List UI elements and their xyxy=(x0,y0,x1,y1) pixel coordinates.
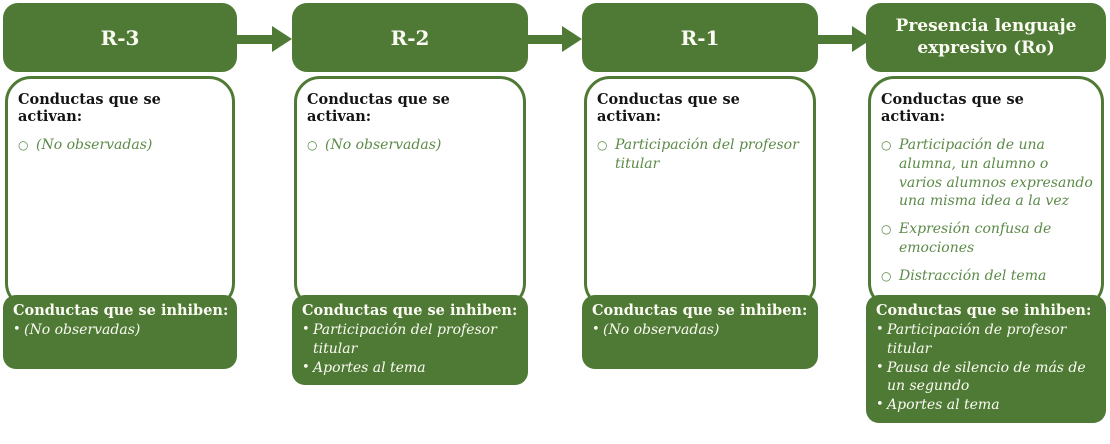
filled-bullet-icon: • xyxy=(876,359,884,375)
list-item: • Aportes al tema xyxy=(302,359,520,378)
column-r3: R-3 Conductas que se activan: ○ (No obse… xyxy=(3,3,237,369)
activan-title: Conductas que se activan: xyxy=(18,91,161,125)
list-item-text: Expresión confusa de emociones xyxy=(899,221,1052,256)
list-item: • Pausa de silencio de más de un segundo xyxy=(876,359,1098,397)
list-item-text: (No observadas) xyxy=(24,322,141,338)
filled-bullet-icon: • xyxy=(876,397,884,412)
column-header: Presencia lenguaje expresivo (Ro) xyxy=(866,3,1106,72)
filled-bullet-icon: • xyxy=(876,322,884,337)
open-circle-bullet-icon: ○ xyxy=(307,138,318,152)
arrow-tip xyxy=(272,26,292,52)
column-header-label: R-1 xyxy=(680,25,720,50)
column-header: R-3 xyxy=(3,3,237,72)
filled-bullet-icon: • xyxy=(592,322,600,337)
list-item-text: (No observadas) xyxy=(603,322,720,338)
arrow-shaft xyxy=(527,34,562,44)
inhiben-title: Conductas que se inhiben: xyxy=(13,302,229,319)
arrow-shaft xyxy=(817,34,852,44)
list-item: ○ Distracción del tema xyxy=(881,267,1093,286)
filled-bullet-icon: • xyxy=(302,359,310,375)
list-item: ○ (No observadas) xyxy=(307,136,515,155)
list-item: ○ (No observadas) xyxy=(18,136,224,155)
list-item-text: Aportes al tema xyxy=(887,397,1000,413)
right-arrow-icon xyxy=(817,25,872,53)
activan-title: Conductas que se activan: xyxy=(307,91,450,125)
right-arrow-icon xyxy=(527,25,582,53)
column-header: R-1 xyxy=(582,3,818,72)
column-header-label: R-3 xyxy=(100,25,140,50)
inhiben-box: Conductas que se inhiben: • (No observad… xyxy=(582,295,818,369)
list-item-text: Aportes al tema xyxy=(313,359,426,376)
inhiben-title: Conductas que se inhiben: xyxy=(302,302,518,319)
list-item-text: Participación del profesor titular xyxy=(615,137,799,172)
inhiben-title: Conductas que se inhiben: xyxy=(876,302,1092,319)
column-header: R-2 xyxy=(292,3,528,72)
list-item: • (No observadas) xyxy=(13,321,229,340)
open-circle-bullet-icon: ○ xyxy=(18,138,29,152)
activan-box: Conductas que se activan: ○ Participació… xyxy=(584,76,816,309)
column-r0: Presencia lenguaje expresivo (Ro) Conduc… xyxy=(866,3,1106,423)
list-item: ○ Expresión confusa de emociones xyxy=(881,220,1093,258)
list-item: ○ Participación de una alumna, un alumno… xyxy=(881,136,1093,211)
activan-title: Conductas que se activan: xyxy=(597,91,740,125)
inhiben-box: Conductas que se inhiben: • (No observad… xyxy=(3,295,237,369)
open-circle-bullet-icon: ○ xyxy=(881,268,892,283)
column-r1: R-1 Conductas que se activan: ○ Particip… xyxy=(582,3,818,369)
list-item-text: Distracción del tema xyxy=(899,267,1047,284)
list-item-text: (No observadas) xyxy=(36,137,153,153)
right-arrow-icon xyxy=(237,25,292,53)
arrow-tip xyxy=(562,26,582,52)
inhiben-title: Conductas que se inhiben: xyxy=(592,302,808,319)
column-header-label: Presencia lenguaje expresivo (Ro) xyxy=(895,16,1077,58)
list-item: • Participación de profesor titular xyxy=(876,321,1098,359)
list-item: • (No observadas) xyxy=(592,321,810,340)
filled-bullet-icon: • xyxy=(13,322,21,337)
list-item-text: Participación de una alumna, un alumno o… xyxy=(899,137,1093,210)
list-item-text: (No observadas) xyxy=(325,137,442,153)
list-item-text: Pausa de silencio de más de un segundo xyxy=(887,359,1086,395)
list-item: ○ Participación del profesor titular xyxy=(597,136,805,174)
list-item: • Participación del profesor titular xyxy=(302,321,520,359)
arrow-shaft xyxy=(237,34,272,44)
activan-box: Conductas que se activan: ○ Participació… xyxy=(868,76,1104,309)
inhiben-box: Conductas que se inhiben: • Participació… xyxy=(866,295,1106,423)
list-item-text: Participación del profesor titular xyxy=(313,322,497,357)
open-circle-bullet-icon: ○ xyxy=(881,138,892,152)
open-circle-bullet-icon: ○ xyxy=(881,222,892,236)
activan-title: Conductas que se activan: xyxy=(881,91,1024,125)
filled-bullet-icon: • xyxy=(302,322,310,337)
list-item-text: Participación de profesor titular xyxy=(887,322,1067,357)
column-header-label: R-2 xyxy=(390,25,430,50)
list-item: • Aportes al tema xyxy=(876,396,1098,415)
column-r2: R-2 Conductas que se activan: ○ (No obse… xyxy=(292,3,528,386)
inhiben-box: Conductas que se inhiben: • Participació… xyxy=(292,295,528,386)
activan-box: Conductas que se activan: ○ (No observad… xyxy=(294,76,526,309)
open-circle-bullet-icon: ○ xyxy=(597,138,608,152)
activan-box: Conductas que se activan: ○ (No observad… xyxy=(5,76,235,309)
